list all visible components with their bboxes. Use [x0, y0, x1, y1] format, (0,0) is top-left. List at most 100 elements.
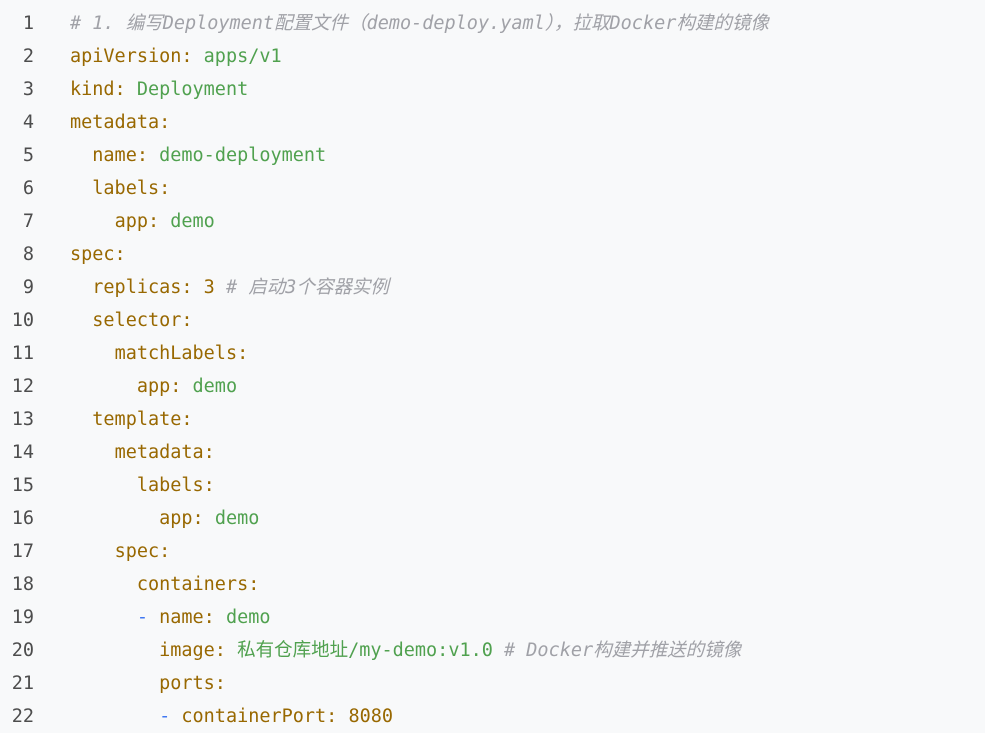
yaml-key: selector: [92, 310, 193, 331]
code-line: 16 app: demo [0, 502, 985, 535]
code-line: 22 - containerPort: 8080 [0, 700, 985, 733]
yaml-value: demo [225, 607, 271, 628]
code-line: 9 replicas: 3 # 启动3个容器实例 [0, 271, 985, 304]
line-content: labels: [34, 172, 170, 205]
line-number: 19 [11, 607, 34, 628]
whitespace [70, 640, 159, 661]
code-line: 15 labels: [0, 469, 985, 502]
code-comment: # 1. 编写Deployment配置文件（demo-deploy.yaml），… [70, 13, 769, 34]
whitespace [159, 211, 170, 232]
whitespace [215, 277, 226, 298]
line-number: 7 [22, 211, 34, 232]
whitespace [70, 442, 115, 463]
yaml-key: name: [159, 607, 215, 628]
line-content: - containerPort: 8080 [34, 700, 393, 733]
whitespace [148, 145, 159, 166]
code-line: 12 app: demo [0, 370, 985, 403]
whitespace [70, 211, 115, 232]
line-number: 17 [11, 541, 34, 562]
yaml-value: apps/v1 [203, 46, 282, 67]
yaml-key: image: [159, 640, 226, 661]
line-content: spec: [34, 238, 126, 271]
line-number: 9 [22, 277, 34, 298]
line-number: 20 [11, 640, 34, 661]
line-content: matchLabels: [34, 337, 249, 370]
line-content: - name: demo [34, 601, 271, 634]
yaml-key: app: [136, 376, 182, 397]
whitespace [70, 607, 137, 628]
yaml-key: replicas: [92, 277, 193, 298]
line-content: metadata: [34, 106, 170, 139]
line-content: app: demo [34, 502, 259, 535]
code-line: 18 containers: [0, 568, 985, 601]
line-number: 13 [11, 409, 34, 430]
whitespace [70, 574, 137, 595]
line-content: ports: [34, 667, 226, 700]
code-comment: # 启动3个容器实例 [225, 277, 389, 298]
whitespace [70, 508, 159, 529]
whitespace [193, 46, 204, 67]
yaml-value: 私有仓库地址/my-demo:v1.0 [237, 640, 493, 661]
yaml-key: labels: [92, 178, 171, 199]
line-content: spec: [34, 535, 171, 568]
line-number: 12 [11, 376, 34, 397]
code-comment: # Docker构建并推送的镜像 [504, 640, 742, 661]
whitespace [70, 178, 92, 199]
line-number: 6 [22, 178, 34, 199]
whitespace [70, 475, 137, 496]
yaml-value: demo-deployment [159, 145, 327, 166]
yaml-key: labels: [136, 475, 215, 496]
whitespace [170, 706, 181, 727]
code-line: 5 name: demo-deployment [0, 139, 985, 172]
line-number: 2 [22, 46, 34, 67]
yaml-key: name: [92, 145, 148, 166]
whitespace [70, 673, 159, 694]
code-line: 20 image: 私有仓库地址/my-demo:v1.0 # Docker构建… [0, 634, 985, 667]
line-content: app: demo [34, 370, 237, 403]
code-line: 1# 1. 编写Deployment配置文件（demo-deploy.yaml）… [0, 7, 985, 40]
yaml-value: demo [170, 211, 215, 232]
code-line: 7 app: demo [0, 205, 985, 238]
whitespace [148, 607, 159, 628]
yaml-key: containerPort: [181, 706, 338, 727]
whitespace [493, 640, 504, 661]
line-number: 18 [11, 574, 34, 595]
code-line: 21 ports: [0, 667, 985, 700]
line-number: 11 [11, 343, 34, 364]
line-number: 4 [22, 112, 34, 133]
yaml-value: demo [192, 376, 238, 397]
whitespace [70, 310, 92, 331]
code-line: 6 labels: [0, 172, 985, 205]
yaml-key: apiVersion: [70, 46, 193, 67]
line-content: replicas: 3 # 启动3个容器实例 [34, 271, 389, 304]
line-content: apiVersion: apps/v1 [34, 40, 282, 73]
yaml-key: template: [92, 409, 193, 430]
whitespace [215, 607, 226, 628]
line-content: kind: Deployment [34, 73, 248, 106]
yaml-key: metadata: [70, 112, 171, 133]
line-number: 21 [11, 673, 34, 694]
line-number: 10 [11, 310, 34, 331]
whitespace [193, 277, 204, 298]
code-line: 4 metadata: [0, 106, 985, 139]
code-line: 19 - name: demo [0, 601, 985, 634]
yaml-key: app: [159, 508, 204, 529]
line-content: # 1. 编写Deployment配置文件（demo-deploy.yaml），… [34, 7, 769, 40]
line-content: name: demo-deployment [34, 139, 326, 172]
whitespace [70, 409, 92, 430]
line-number: 8 [22, 244, 34, 265]
yaml-key: app: [114, 211, 160, 232]
line-number: 15 [11, 475, 34, 496]
code-line: 11 matchLabels: [0, 337, 985, 370]
list-dash: - [159, 706, 171, 727]
yaml-number: 3 [203, 277, 215, 298]
line-content: image: 私有仓库地址/my-demo:v1.0 # Docker构建并推送… [34, 634, 741, 667]
yaml-value: Deployment [136, 79, 249, 100]
list-dash: - [136, 607, 148, 628]
whitespace [70, 343, 115, 364]
line-number: 14 [11, 442, 34, 463]
